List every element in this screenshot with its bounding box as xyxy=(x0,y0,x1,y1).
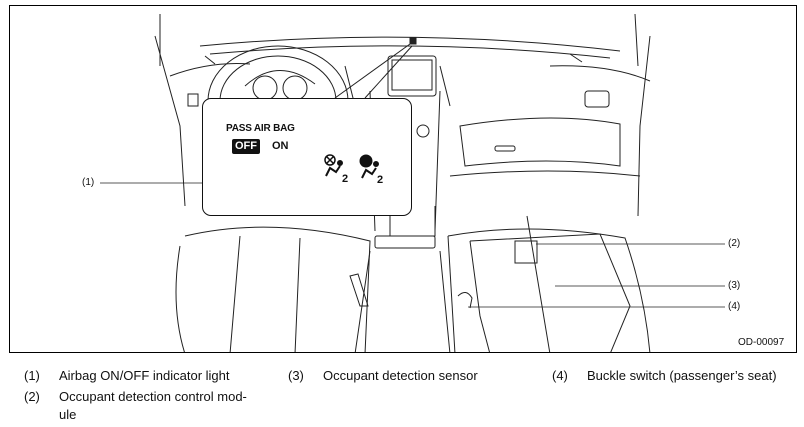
legend-num-2: (2) xyxy=(24,389,40,404)
legend-text-3: Occupant detection sensor xyxy=(323,368,478,383)
callout-1: (1) xyxy=(82,177,95,188)
legend-text-2: Occupant detection control mod- ule xyxy=(59,389,247,422)
legend-text-4: Buckle switch (passenger’s seat) xyxy=(587,368,777,383)
callout-3: (3) xyxy=(728,280,741,291)
vehicle-interior-figure: PASS AIR BAG OFF ON 2 2 (1) (2) (3) (4) … xyxy=(9,5,797,353)
legend-num-1: (1) xyxy=(24,368,40,383)
legend-num-3: (3) xyxy=(288,368,304,383)
callout-2: (2) xyxy=(728,238,741,249)
legend-text-1: Airbag ON/OFF indicator light xyxy=(59,368,230,383)
interior-illustration xyxy=(100,13,725,352)
off-badge: OFF xyxy=(232,139,260,154)
figure-code: OD-00097 xyxy=(738,337,785,348)
pass-airbag-label: PASS AIR BAG xyxy=(226,123,295,134)
legend-num-4: (4) xyxy=(552,368,568,383)
on-label: ON xyxy=(272,140,289,152)
indicator-callout-box xyxy=(202,98,412,216)
callout-4: (4) xyxy=(728,301,741,312)
